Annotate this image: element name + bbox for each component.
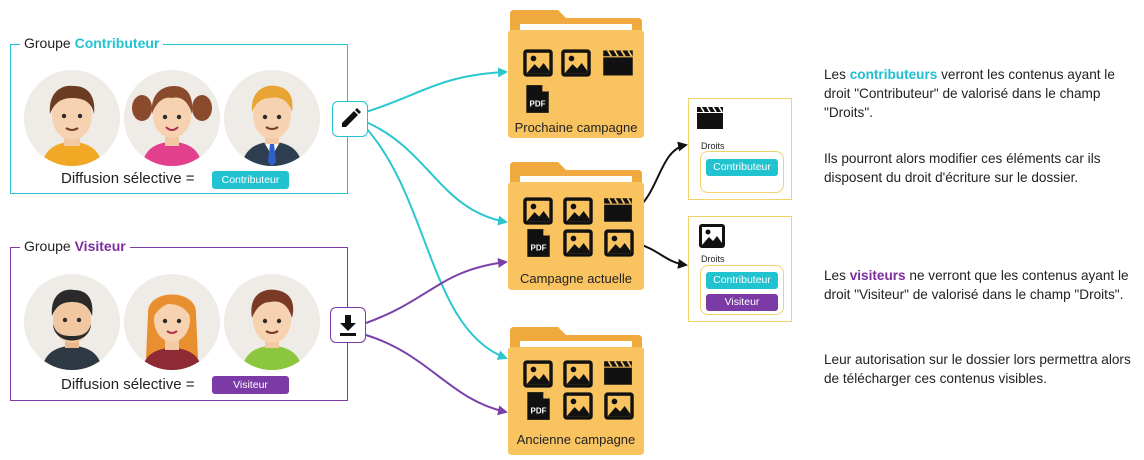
avatar-man-brown-hair	[24, 70, 120, 166]
group-title-highlight: Visiteur	[74, 238, 126, 254]
rights-field-box: Contributeur Visiteur	[700, 265, 784, 315]
download-icon	[340, 315, 356, 336]
desc-text: ne verront que les contenus ayant le dro…	[824, 268, 1129, 302]
desc-highlight: contributeurs	[849, 67, 938, 82]
image-icon	[561, 226, 595, 260]
image-icon	[561, 389, 595, 423]
pencil-icon	[342, 108, 361, 127]
image-icon	[521, 46, 555, 80]
image-icon	[602, 226, 636, 260]
pdf-icon	[522, 389, 554, 423]
image-icon	[697, 221, 727, 251]
folder-label: Ancienne campagne	[516, 432, 636, 447]
image-icon	[602, 389, 636, 423]
contributor-diffusion-label: Diffusion sélective =	[61, 170, 195, 187]
image-rights-card[interactable]: Droits Contributeur Visiteur	[688, 216, 792, 322]
group-title-highlight: Contributeur	[74, 35, 160, 51]
video-rights-card[interactable]: Droits Contributeur	[688, 98, 792, 200]
contributor-description: Les contributeurs verront les contenus a…	[824, 65, 1142, 122]
visitor-group-title: Groupe Visiteur	[20, 238, 130, 254]
image-icon	[561, 194, 595, 228]
image-icon	[559, 46, 593, 80]
visitor-diffusion-label: Diffusion sélective =	[61, 376, 195, 393]
video-icon	[695, 103, 725, 133]
contributor-tag: Contributeur	[212, 171, 289, 189]
avatar-woman-long-hair	[124, 274, 220, 370]
group-title-prefix: Groupe	[24, 238, 75, 254]
visitor-tag: Visiteur	[212, 376, 289, 394]
avatar-man-beard	[24, 274, 120, 370]
rights-field-label: Droits	[701, 254, 725, 264]
contributor-group-title: Groupe Contributeur	[20, 35, 164, 51]
folder-current-campaign[interactable]: Campagne actuelle	[506, 160, 646, 290]
rights-field-label: Droits	[701, 141, 725, 151]
image-icon	[521, 194, 555, 228]
pdf-icon	[521, 82, 553, 116]
video-icon	[601, 46, 635, 80]
arrow-visit-to-current	[365, 258, 508, 324]
arrow-contrib-to-old	[365, 127, 508, 360]
rights-pill-contributeur: Contributeur	[706, 159, 778, 176]
contributor-description-2: Ils pourront alors modifier ces éléments…	[824, 151, 1101, 185]
avatar-man-green-shirt	[224, 274, 320, 370]
image-icon	[521, 357, 555, 391]
desc-text: Les	[824, 268, 850, 283]
rights-pill-visiteur: Visiteur	[706, 294, 778, 311]
folder-label: Prochaine campagne	[514, 120, 638, 135]
image-icon	[561, 357, 595, 391]
rights-field-box: Contributeur	[700, 151, 784, 193]
avatar-man-suit-blond	[224, 70, 320, 166]
arrow-visit-to-old	[365, 334, 508, 416]
pdf-icon	[522, 226, 554, 260]
arrow-contrib-to-current	[365, 121, 508, 226]
edit-button[interactable]	[332, 101, 368, 137]
folder-next-campaign[interactable]: Prochaine campagne	[506, 8, 646, 138]
folder-label: Campagne actuelle	[519, 271, 633, 286]
group-title-prefix: Groupe	[24, 35, 75, 51]
video-icon	[602, 357, 634, 389]
desc-text: verront les contenus ayant le droit "Con…	[824, 67, 1115, 120]
arrow-contrib-to-next	[365, 67, 508, 113]
folder-old-campaign[interactable]: Ancienne campagne	[506, 325, 646, 455]
video-icon	[602, 194, 634, 226]
download-button[interactable]	[330, 307, 366, 343]
desc-text: Les	[824, 67, 850, 82]
avatar-girl-pigtails	[124, 70, 220, 166]
visitor-description: Les visiteurs ne verront que les contenu…	[824, 266, 1142, 304]
visitor-description-2: Leur autorisation sur le dossier lors pe…	[824, 352, 1131, 386]
desc-highlight: visiteurs	[849, 268, 906, 283]
rights-pill-contributeur: Contributeur	[706, 272, 778, 289]
